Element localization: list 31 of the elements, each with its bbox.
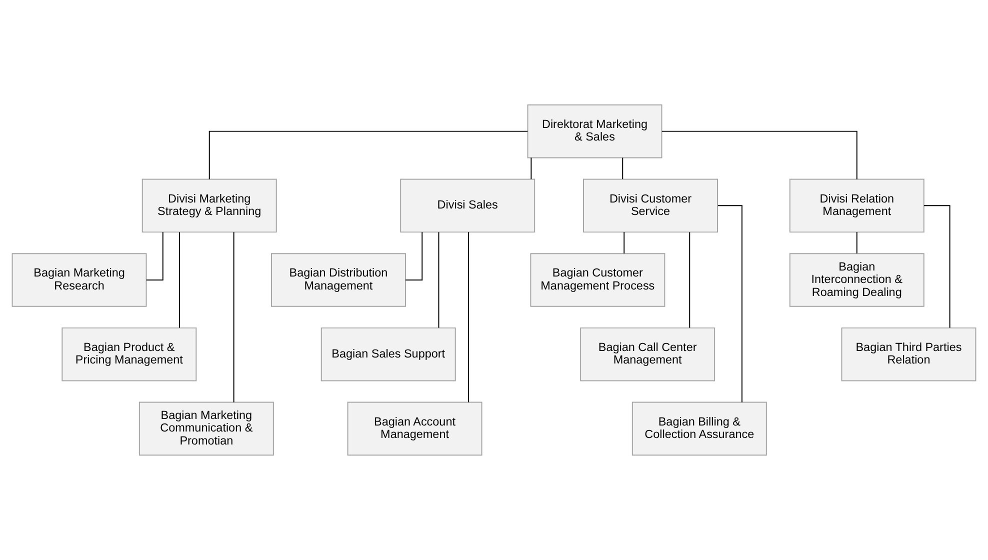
node-box: Bagian Product & Pricing Management: [62, 327, 197, 382]
node-box: Direktorat Marketing & Sales: [527, 104, 662, 158]
node-box: Bagian Interconnection & Roaming Dealing: [789, 253, 924, 307]
connector: [624, 232, 625, 254]
connector: [438, 232, 440, 328]
node-box: Bagian Account Management: [347, 402, 482, 456]
node-box: Bagian Billing & Collection Assurance: [632, 402, 767, 456]
connector: [856, 232, 858, 254]
connector: [405, 232, 423, 280]
node-box: Divisi Sales: [400, 178, 536, 233]
connector: [530, 157, 532, 180]
node-box: Divisi Customer Service: [583, 178, 718, 233]
connector: [717, 205, 742, 403]
connector: [622, 157, 624, 180]
connector: [146, 232, 164, 280]
connector: [233, 232, 234, 403]
connector: [661, 130, 858, 180]
connector: [179, 232, 180, 328]
node-box: Divisi Marketing Strategy & Planning: [142, 178, 277, 233]
node-box: Bagian Call Center Management: [580, 327, 716, 382]
node-box: Bagian Third Parties Relation: [841, 327, 976, 382]
node-box: Bagian Marketing Research: [12, 253, 147, 307]
node-box: Bagian Sales Support: [320, 327, 456, 382]
connector: [208, 130, 528, 180]
node-box: Bagian Distribution Management: [270, 253, 406, 307]
node-box: Bagian Marketing Communication & Promotian: [138, 402, 274, 456]
node-box: Divisi Relation Management: [789, 178, 924, 233]
connector: [468, 232, 470, 403]
connector: [923, 205, 950, 328]
connector: [689, 232, 690, 328]
node-box: Bagian Customer Management Process: [530, 253, 666, 307]
